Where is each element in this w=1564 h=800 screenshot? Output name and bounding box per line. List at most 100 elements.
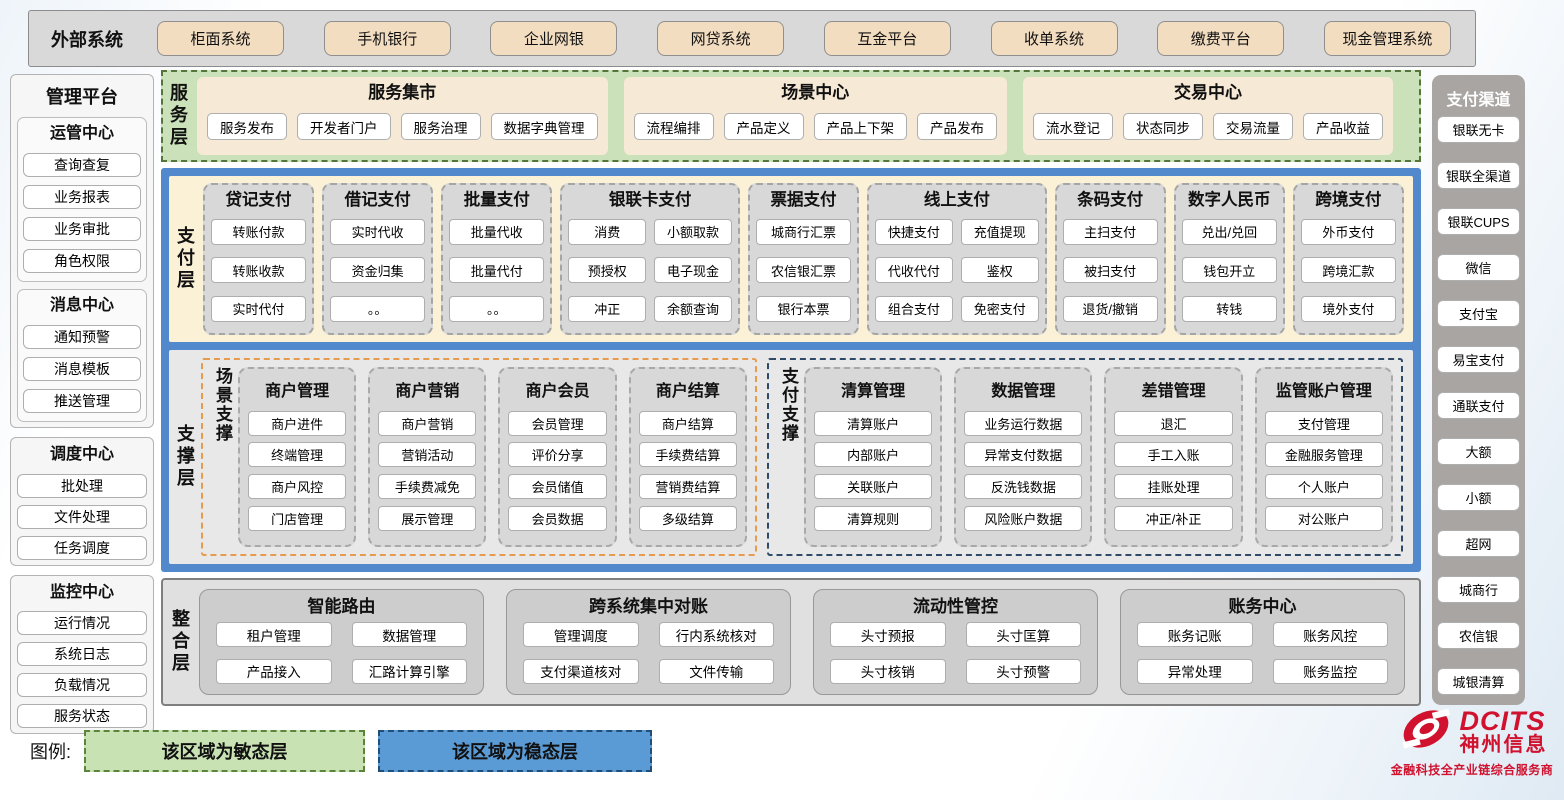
- payment-item-node: 城商行汇票: [755, 218, 852, 245]
- support-column-title: 差错管理: [1141, 382, 1206, 400]
- support-item-node: 多级结算: [638, 506, 737, 532]
- payment-layer: 支付层 贷记支付转账付款转账收款实时代付借记支付实时代收资金归集。。批量支付批量…: [169, 176, 1413, 342]
- management-box-main: 管理平台运管中心查询查复业务报表业务审批角色权限消息中心通知预警消息模板推送管理: [10, 74, 154, 429]
- management-group-title: 调度中心: [49, 446, 114, 464]
- integration-module-title: 智能路由: [307, 597, 376, 616]
- management-item-node: 运行情况: [17, 610, 147, 635]
- support-item-node: 冲正/补正: [1114, 506, 1233, 532]
- channel-node: 小额: [1437, 484, 1520, 511]
- integration-item-node: 账务记账: [1137, 622, 1253, 648]
- management-platform-panel: 管理平台运管中心查询查复业务报表业务审批角色权限消息中心通知预警消息模板推送管理…: [10, 74, 154, 734]
- support-item-node: 展示管理: [378, 506, 477, 532]
- management-item-node: 消息模板: [23, 357, 141, 382]
- integration-module-title: 跨系统集中对账: [589, 597, 708, 616]
- management-item-node: 业务报表: [23, 185, 141, 210]
- payment-column-title: 跨境支付: [1315, 191, 1382, 209]
- management-platform-title: 管理平台: [46, 87, 118, 107]
- payment-column: 票据支付城商行汇票农信银汇票银行本票: [747, 183, 860, 335]
- payment-item-node: 外币支付: [1300, 218, 1396, 245]
- support-column: 监管账户管理支付管理金融服务管理个人账户对公账户: [1254, 367, 1394, 547]
- payment-channels-title: 支付渠道: [1446, 92, 1511, 109]
- support-section-label: 场景支撑: [213, 367, 232, 443]
- payment-column: 数字人民币兑出/兑回钱包开立转钱: [1173, 183, 1285, 335]
- payment-item-node: 转钱: [1181, 295, 1277, 322]
- support-item-node: 商户风控: [248, 474, 347, 500]
- support-item-node: 手续费结算: [638, 442, 737, 468]
- external-system-node: 网贷系统: [657, 21, 785, 56]
- management-group-title: 消息中心: [49, 297, 114, 315]
- payment-column-title: 借记支付: [344, 191, 411, 209]
- support-section: 支付支撑清算管理清算账户内部账户关联账户清算规则数据管理业务运行数据异常支付数据…: [766, 358, 1403, 556]
- payment-column-title: 批量支付: [463, 191, 530, 209]
- service-layer-label: 服务层: [168, 83, 188, 149]
- external-system-node: 柜面系统: [157, 21, 284, 56]
- support-item-node: 支付管理: [1264, 410, 1384, 436]
- channel-node: 微信: [1437, 254, 1520, 281]
- external-system-node: 收单系统: [990, 21, 1118, 56]
- payment-item-node: 退货/撤销: [1062, 295, 1158, 322]
- service-item-node: 流水登记: [1033, 113, 1113, 141]
- logo-name: DCITS: [1459, 705, 1546, 736]
- integration-module: 账务中心账务记账账务风控异常处理账务监控: [1120, 589, 1405, 695]
- external-system-node: 缴费平台: [1157, 21, 1285, 56]
- service-item-node: 服务发布: [207, 113, 287, 141]
- support-column-title: 数据管理: [991, 382, 1056, 400]
- integration-item-node: 数据管理: [351, 622, 467, 648]
- legend-stable-layer: 该区域为稳态层: [378, 730, 653, 772]
- management-group-title: 监控中心: [49, 583, 114, 601]
- integration-item-node: 头寸预警: [965, 658, 1081, 684]
- support-item-node: 对公账户: [1264, 506, 1384, 532]
- support-column-title: 商户营销: [395, 382, 460, 400]
- management-group-title: 运管中心: [49, 125, 114, 142]
- management-box: 调度中心批处理文件处理任务调度: [10, 437, 154, 566]
- support-item-node: 会员管理: [508, 410, 607, 436]
- integration-module-title: 流动性管控: [913, 597, 998, 616]
- support-column: 数据管理业务运行数据异常支付数据反洗钱数据风险账户数据: [954, 367, 1093, 547]
- payment-item-node: 银行本票: [755, 295, 852, 322]
- support-column: 差错管理退汇手工入账挂账处理冲正/补正: [1104, 367, 1243, 547]
- support-item-node: 手工入账: [1114, 442, 1233, 468]
- payment-item-node: 充值提现: [960, 218, 1039, 245]
- service-item-node: 流程编排: [633, 113, 714, 141]
- legend-label: 图例:: [30, 742, 72, 762]
- payment-column: 线上支付快捷支付充值提现代收代付鉴权组合支付免密支付: [867, 183, 1047, 335]
- payment-column-title: 数字人民币: [1188, 191, 1271, 209]
- payment-item-node: 钱包开立: [1181, 257, 1277, 284]
- management-group: 消息中心通知预警消息模板推送管理: [17, 289, 147, 423]
- support-item-node: 营销活动: [378, 442, 477, 468]
- logo-chinese-name: 神州信息: [1459, 734, 1548, 757]
- support-sections: 场景支撑商户管理商户进件终端管理商户风控门店管理商户营销商户营销营销活动手续费减…: [201, 358, 1403, 556]
- payment-column: 贷记支付转账付款转账收款实时代付: [203, 183, 315, 335]
- service-item-node: 开发者门户: [297, 113, 391, 141]
- payment-item-node: 实时代收: [330, 218, 426, 245]
- support-item-node: 挂账处理: [1114, 474, 1233, 500]
- support-item-node: 营销费结算: [638, 474, 737, 500]
- support-item-node: 商户进件: [248, 410, 347, 436]
- external-systems-label: 外部系统: [51, 29, 123, 50]
- management-group: 运管中心查询查复业务报表业务审批角色权限: [17, 117, 147, 283]
- support-item-node: 手续费减免: [378, 474, 477, 500]
- payment-column-title: 票据支付: [770, 191, 837, 209]
- support-item-node: 关联账户: [813, 474, 933, 500]
- payment-item-node: 兑出/兑回: [1181, 218, 1277, 245]
- external-system-node: 手机银行: [323, 21, 451, 56]
- support-section: 场景支撑商户管理商户进件终端管理商户风控门店管理商户营销商户营销营销活动手续费减…: [201, 358, 757, 556]
- external-systems-list: 柜面系统手机银行企业网银网贷系统互金平台收单系统缴费平台现金管理系统: [157, 21, 1451, 56]
- integration-item-node: 头寸预报: [830, 622, 946, 648]
- management-item-node: 任务调度: [17, 535, 147, 560]
- integration-module: 智能路由租户管理数据管理产品接入汇路计算引擎: [199, 589, 484, 695]
- support-column-title: 监管账户管理: [1275, 382, 1372, 400]
- service-item-node: 产品收益: [1303, 113, 1383, 141]
- payment-column-title: 银联卡支付: [608, 191, 692, 209]
- external-system-node: 互金平台: [823, 21, 951, 56]
- payment-column: 借记支付实时代收资金归集。。: [322, 183, 434, 335]
- payment-item-node: 境外支付: [1300, 295, 1396, 322]
- support-item-node: 内部账户: [813, 442, 933, 468]
- support-item-node: 会员储值: [508, 474, 607, 500]
- management-item-node: 批处理: [17, 473, 147, 498]
- payment-item-node: 冲正: [568, 295, 647, 322]
- service-centers: 服务集市服务发布开发者门户服务治理数据字典管理场景中心流程编排产品定义产品上下架…: [197, 77, 1509, 155]
- support-item-node: 反洗钱数据: [964, 474, 1083, 500]
- external-system-node: 企业网银: [490, 21, 618, 56]
